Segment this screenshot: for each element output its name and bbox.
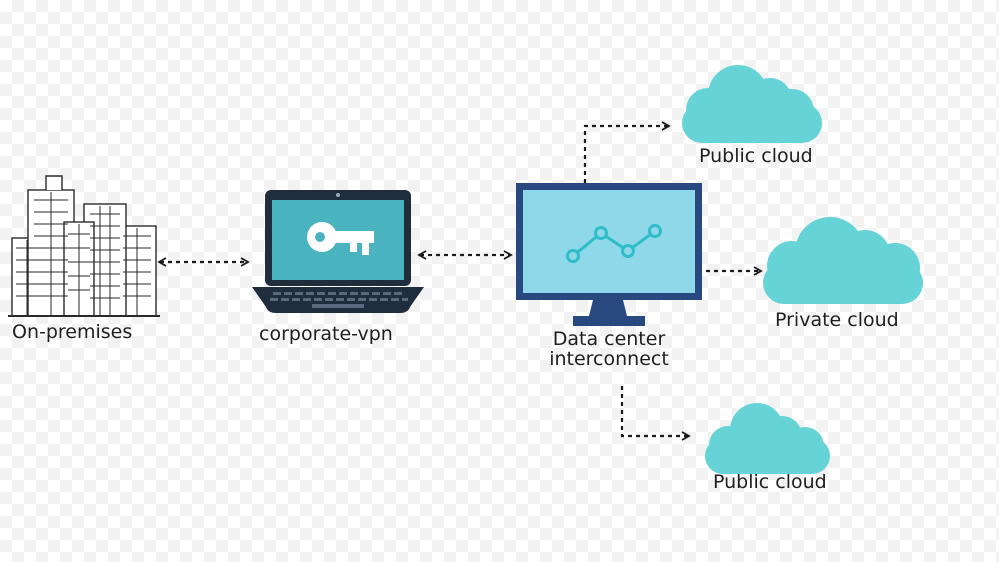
public-cloud-bottom-label: Public cloud (713, 471, 827, 493)
connector-dci-public-bottom (620, 386, 691, 441)
private-cloud-label: Private cloud (775, 309, 899, 331)
vpn-label: corporate-vpn (259, 323, 393, 345)
on-premises-label: On-premises (12, 321, 133, 343)
dci-label-line1: Data center (552, 328, 666, 350)
monitor-trend-icon (516, 183, 702, 326)
cloud-icon (763, 217, 923, 304)
connector-dci-public-top (583, 121, 671, 183)
office-buildings-icon (8, 175, 160, 317)
dci-label-line2: interconnect (549, 348, 669, 370)
laptop-key-icon (252, 190, 424, 313)
cloud-icon (682, 65, 822, 143)
cloud-icon (705, 403, 830, 474)
public-cloud-top-label: Public cloud (699, 145, 813, 167)
